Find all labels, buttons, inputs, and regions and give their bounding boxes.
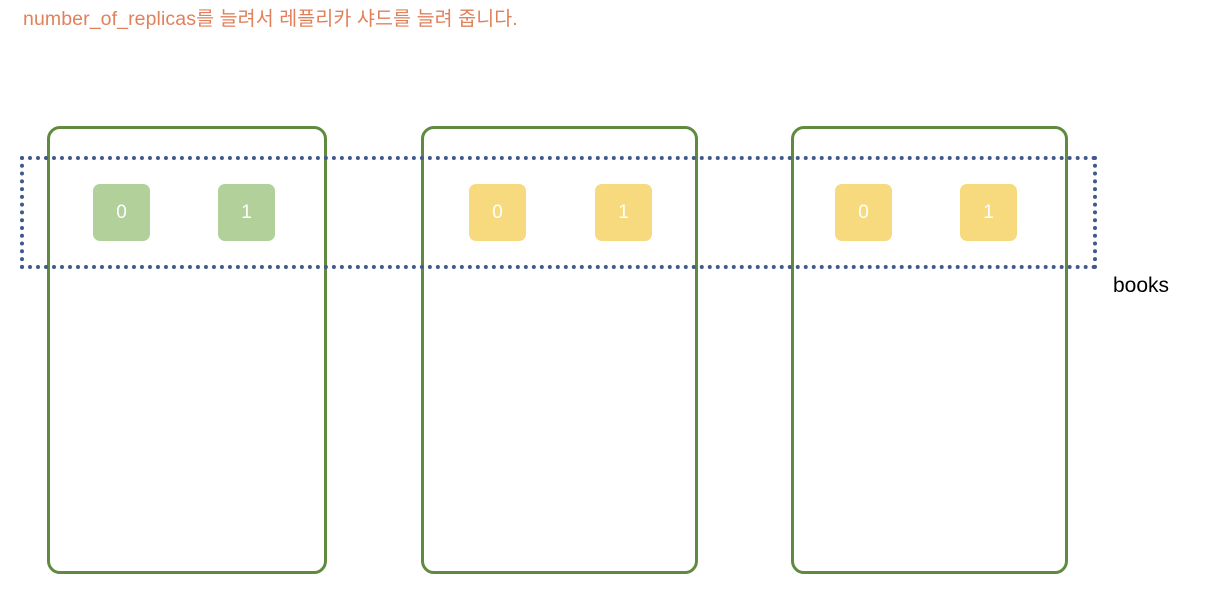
shard-node1-primary-0: 0 [93, 184, 150, 241]
index-outline-books [20, 156, 1097, 269]
node-container-2 [421, 126, 698, 574]
shard-node2-replica-0: 0 [469, 184, 526, 241]
shard-node2-replica-1: 1 [595, 184, 652, 241]
shard-node3-replica-1: 1 [960, 184, 1017, 241]
shard-node3-replica-0: 0 [835, 184, 892, 241]
slide-caption: number_of_replicas를 늘려서 레플리카 샤드를 늘려 줍니다. [23, 8, 518, 30]
shard-node1-primary-1: 1 [218, 184, 275, 241]
node-container-3 [791, 126, 1068, 574]
index-name-label: books [1113, 274, 1170, 297]
node-container-1 [47, 126, 327, 574]
